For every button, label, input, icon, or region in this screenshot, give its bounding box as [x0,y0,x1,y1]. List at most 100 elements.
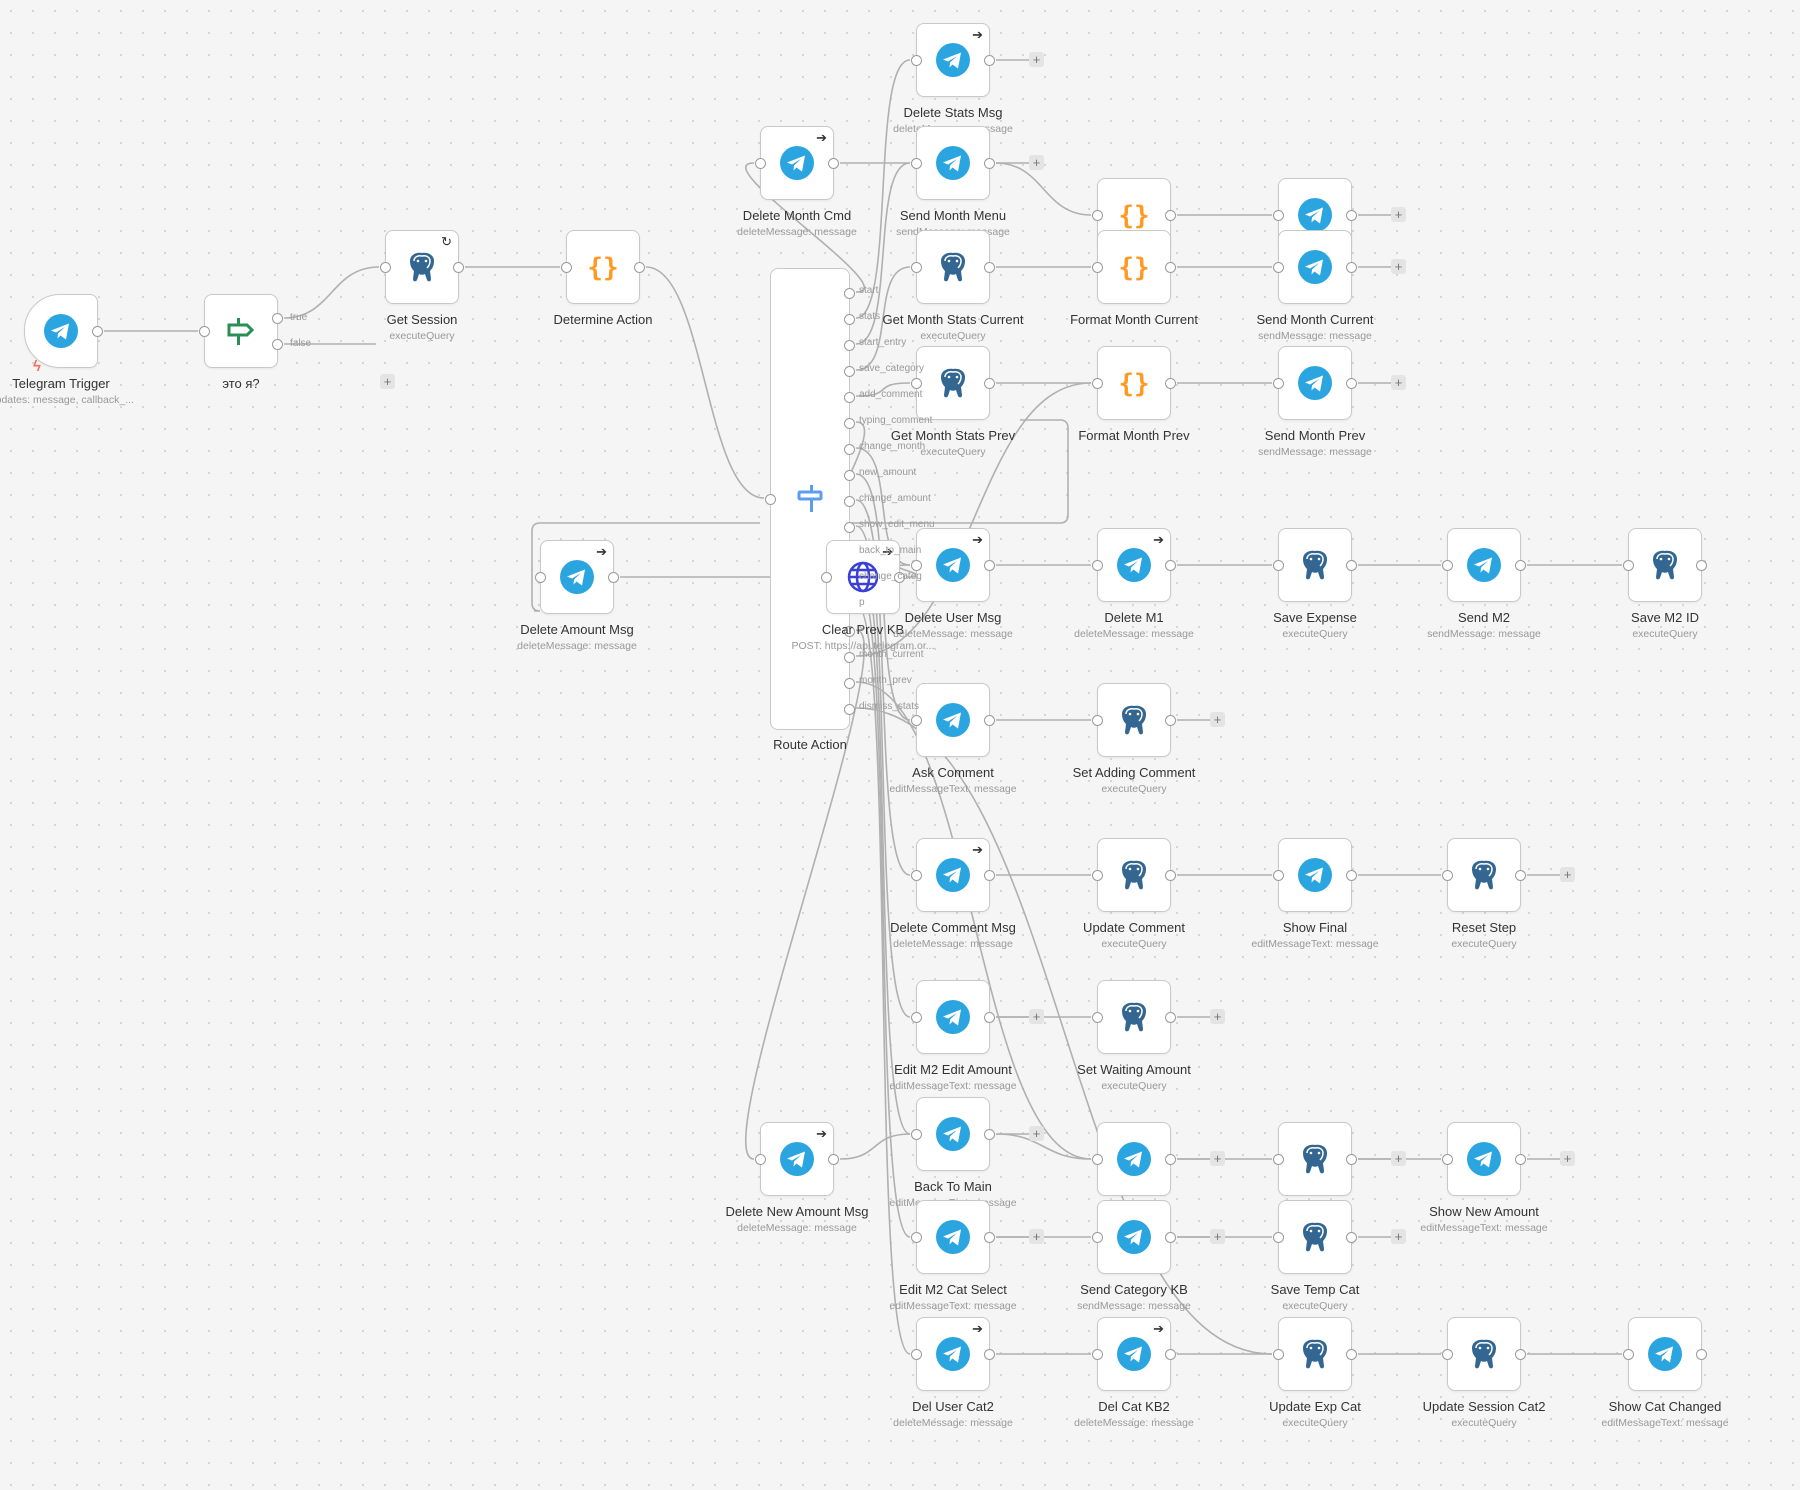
del-amount-input-port[interactable] [535,572,546,583]
del-new-amount-node[interactable]: ➔ [755,1122,839,1196]
del-m1-node[interactable]: ➔ [1092,528,1176,602]
update-amount-input-port[interactable] [1273,1154,1284,1165]
add-node-button[interactable]: + [1210,1151,1225,1166]
save-expense-node[interactable] [1273,528,1357,602]
get-session-input-port[interactable] [380,262,391,273]
route-output-new_amount[interactable] [844,470,855,481]
route-output-stats[interactable] [844,314,855,325]
reset-step-node[interactable] [1442,838,1526,912]
edit-m2-cat-node[interactable] [911,1200,995,1274]
show-final-output-port[interactable] [1346,870,1357,881]
edit-m2-cat-input-port[interactable] [911,1232,922,1243]
eto-node[interactable] [199,294,283,368]
add-node-button[interactable]: + [1029,1229,1044,1244]
update-comment-output-port[interactable] [1165,870,1176,881]
del-user-cat2-output-port[interactable] [984,1349,995,1360]
route-output-start_entry[interactable] [844,340,855,351]
send-month-current-output-port[interactable] [1346,262,1357,273]
add-node-button[interactable]: + [1391,1151,1406,1166]
add-node-button[interactable]: + [1391,207,1406,222]
update-exp-cat-output-port[interactable] [1346,1349,1357,1360]
add-node-button[interactable]: + [1391,259,1406,274]
show-new-amount-node[interactable] [1442,1122,1526,1196]
clear-prev-kb-output-port[interactable] [894,572,905,583]
edit-amount-node[interactable] [911,980,995,1054]
update-comment-node[interactable] [1092,838,1176,912]
delete-stats-msg-output-port[interactable] [984,55,995,66]
back-to-main-input-port[interactable] [911,1129,922,1140]
send-month-current-input-port[interactable] [1273,262,1284,273]
add-node-button[interactable]: + [1560,1151,1575,1166]
del-user-msg-node[interactable]: ➔ [911,528,995,602]
set-waiting-amount-output-port[interactable] [1165,1012,1176,1023]
send-month-menu-output-port[interactable] [984,158,995,169]
del-m1-output-port[interactable] [1165,560,1176,571]
show-new-amount-input-port[interactable] [1442,1154,1453,1165]
ask-comment-node[interactable] [911,683,995,757]
send-month-1-output-port[interactable] [1346,210,1357,221]
save-expense-input-port[interactable] [1273,560,1284,571]
del-amount-output-port[interactable] [608,572,619,583]
del-cat-kb2-output-port[interactable] [1165,1349,1176,1360]
del-cat-kb2-node[interactable]: ➔ [1092,1317,1176,1391]
edit-m2-cat-output-port[interactable] [984,1232,995,1243]
ask-comment-input-port[interactable] [911,715,922,726]
show-final-node[interactable] [1273,838,1357,912]
edit-amount-input-port[interactable] [911,1012,922,1023]
update-amount-output-port[interactable] [1346,1154,1357,1165]
delete-stats-msg-node[interactable]: ➔ [911,23,995,97]
save-temp-cat-node[interactable] [1273,1200,1357,1274]
send-m2-input-port[interactable] [1442,560,1453,571]
del-month-cmd-input-port[interactable] [755,158,766,169]
format-current-node[interactable]: {} [1092,230,1176,304]
send-category-kb-input-port[interactable] [1092,1232,1103,1243]
update-amount-node[interactable] [1273,1122,1357,1196]
back-to-main-output-port[interactable] [984,1129,995,1140]
update-session-cat2-output-port[interactable] [1515,1349,1526,1360]
add-node-button[interactable]: + [380,374,395,389]
send-month-menu-input-port[interactable] [911,158,922,169]
get-month-prev-input-port[interactable] [911,378,922,389]
route-output-month_current[interactable] [844,652,855,663]
route-output-change_amount[interactable] [844,496,855,507]
clear-prev-kb-node[interactable]: ➔ [821,540,905,614]
show-main-node[interactable] [1092,1122,1176,1196]
send-m2-node[interactable] [1442,528,1526,602]
send-month-current-node[interactable] [1273,230,1357,304]
send-month-prev-output-port[interactable] [1346,378,1357,389]
show-main-input-port[interactable] [1092,1154,1103,1165]
add-node-button[interactable]: + [1391,375,1406,390]
add-node-button[interactable]: + [1029,1126,1044,1141]
save-m2-id-node[interactable] [1623,528,1707,602]
if-true-port[interactable] [272,313,283,324]
add-node-button[interactable]: + [1029,155,1044,170]
format-prev-input-port[interactable] [1092,378,1103,389]
del-comment-msg-node[interactable]: ➔ [911,838,995,912]
route-output-save_category[interactable] [844,366,855,377]
set-adding-comment-input-port[interactable] [1092,715,1103,726]
format-menu-output-port[interactable] [1165,210,1176,221]
update-exp-cat-input-port[interactable] [1273,1349,1284,1360]
route-output-change_month[interactable] [844,444,855,455]
save-expense-output-port[interactable] [1346,560,1357,571]
send-category-kb-output-port[interactable] [1165,1232,1176,1243]
format-current-input-port[interactable] [1092,262,1103,273]
del-new-amount-input-port[interactable] [755,1154,766,1165]
send-category-kb-node[interactable] [1092,1200,1176,1274]
edit-amount-output-port[interactable] [984,1012,995,1023]
add-node-button[interactable]: + [1210,1009,1225,1024]
show-cat-changed-node[interactable] [1623,1317,1707,1391]
del-cat-kb2-input-port[interactable] [1092,1349,1103,1360]
show-cat-changed-output-port[interactable] [1696,1349,1707,1360]
add-node-button[interactable]: + [1210,712,1225,727]
add-node-button[interactable]: + [1210,1229,1225,1244]
add-node-button[interactable]: + [1029,52,1044,67]
get-session-output-port[interactable] [453,262,464,273]
send-month-menu-node[interactable] [911,126,995,200]
get-month-prev-output-port[interactable] [984,378,995,389]
get-month-prev-node[interactable] [911,346,995,420]
send-m2-output-port[interactable] [1515,560,1526,571]
add-node-button[interactable]: + [1560,867,1575,882]
route-output-show_edit_menu[interactable] [844,522,855,533]
